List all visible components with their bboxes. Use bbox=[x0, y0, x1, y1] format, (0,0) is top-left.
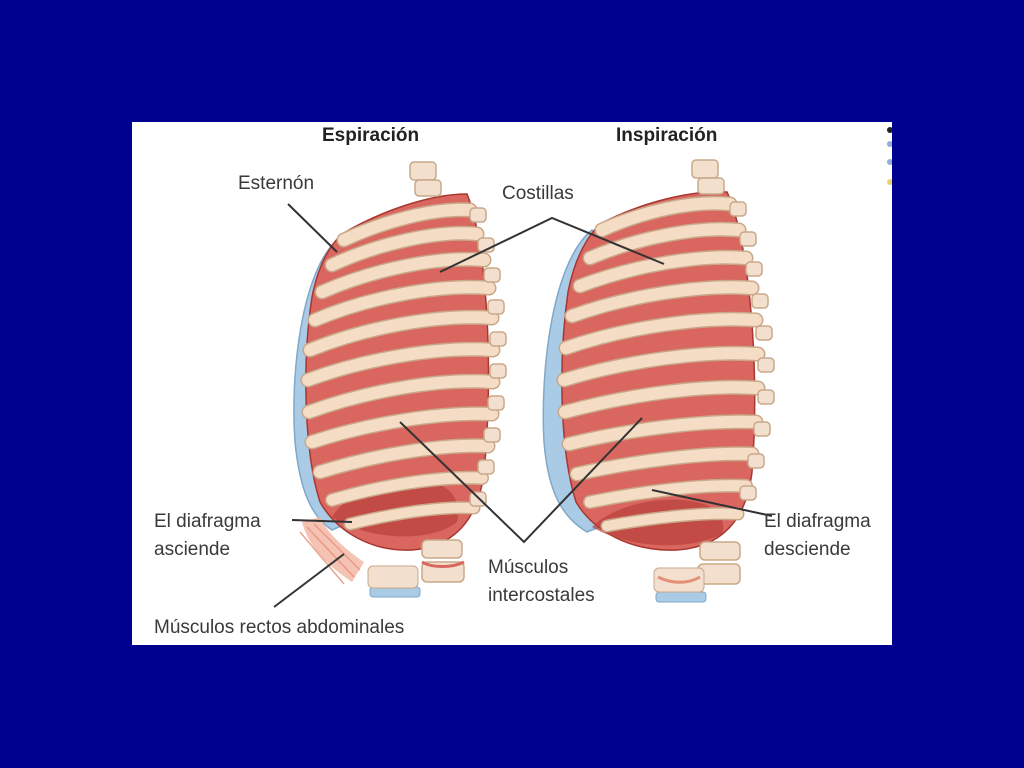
rib-cage-illustration bbox=[273, 127, 892, 608]
rib-cage-inspiration bbox=[542, 159, 775, 603]
label-diaphragm-descends-line2: desciende bbox=[764, 539, 851, 560]
title-inspiration: Inspiración bbox=[616, 125, 718, 146]
title-expiration: Espiración bbox=[322, 125, 420, 146]
label-sternum: Esternón bbox=[238, 173, 315, 194]
label-ribs: Costillas bbox=[502, 183, 574, 204]
accent-dots bbox=[887, 127, 892, 185]
leader-lines bbox=[273, 203, 773, 608]
label-diaphragm-rises-line2: asciende bbox=[154, 539, 231, 560]
diagram-panel: Espiración Inspiración Esternón Costilla… bbox=[132, 122, 892, 645]
label-abdominal-rectus-muscles: Músculos rectos abdominales bbox=[154, 617, 405, 638]
rib-cage-expiration bbox=[293, 161, 507, 598]
label-intercostal-muscles-line1: Músculos bbox=[488, 557, 569, 578]
label-intercostal-muscles-line2: intercostales bbox=[488, 585, 595, 606]
label-diaphragm-rises-line1: El diafragma bbox=[154, 511, 261, 532]
label-diaphragm-descends-line1: El diafragma bbox=[764, 511, 871, 532]
